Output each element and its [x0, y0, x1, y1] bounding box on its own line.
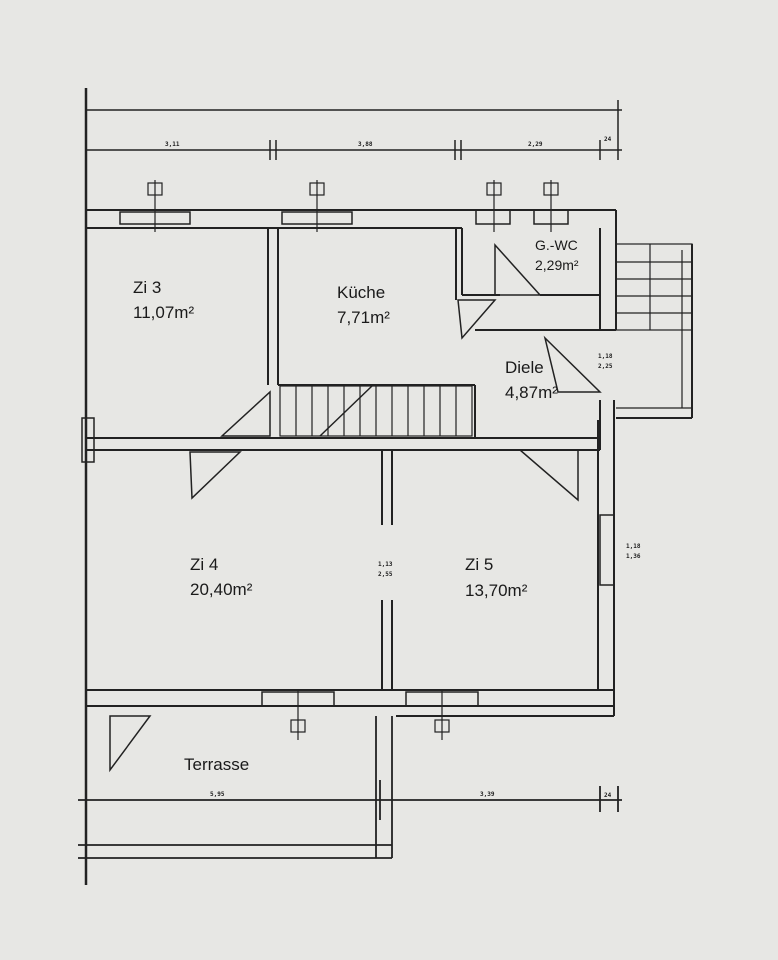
- dim-opening-right-1: 1,18: [626, 543, 641, 550]
- dim-top-1: 3,11: [165, 141, 180, 148]
- dim-opening-diele-2: 2,25: [598, 363, 613, 370]
- room-zi3-name: Zi 3: [133, 278, 161, 297]
- room-diele-name: Diele: [505, 358, 544, 377]
- dim-opening-zi4-zi5-2: 2,55: [378, 571, 393, 578]
- room-zi4-name: Zi 4: [190, 555, 218, 574]
- dim-bottom-2: 3,39: [480, 791, 495, 798]
- dim-top-4: 24: [604, 136, 612, 143]
- dim-opening-diele-1: 1,18: [598, 353, 613, 360]
- dim-bottom-1: 5,95: [210, 791, 225, 798]
- terrace-outline: [78, 716, 622, 859]
- dim-top-3: 2,29: [528, 141, 543, 148]
- room-diele-area: 4,87m²: [505, 383, 558, 402]
- outside-stairs: [615, 243, 693, 419]
- room-kueche-area: 7,71m²: [337, 308, 390, 327]
- room-kueche-name: Küche: [337, 283, 385, 302]
- room-zi3-area: 11,07m²: [133, 303, 194, 322]
- room-zi4-area: 20,40m²: [190, 580, 253, 599]
- room-zi5-name: Zi 5: [465, 555, 493, 574]
- dim-top-2: 3,88: [358, 141, 373, 148]
- dim-bottom-3: 24: [604, 792, 612, 799]
- window-markers: [147, 180, 559, 740]
- room-gwc-name: G.-WC: [535, 237, 578, 253]
- doors: [109, 243, 602, 773]
- staircase: [279, 385, 473, 437]
- dim-opening-zi4-zi5-1: 1,13: [378, 561, 393, 568]
- dim-opening-right-2: 1,36: [626, 553, 641, 560]
- room-zi5-area: 13,70m²: [465, 581, 528, 600]
- room-terrasse-name: Terrasse: [184, 755, 249, 774]
- room-gwc-area: 2,29m²: [535, 257, 579, 273]
